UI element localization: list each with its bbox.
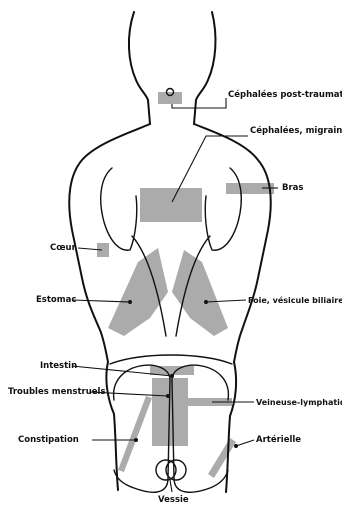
zone-arterielle: [208, 438, 236, 478]
label-vessie: Vessie: [158, 495, 189, 505]
label-constipation: Constipation: [18, 435, 79, 445]
zone-cephalees-migraines: [140, 188, 202, 222]
label-intestin: Intestin: [40, 361, 77, 371]
zone-constipation: [118, 396, 152, 472]
zone-cephalees-post: [158, 92, 182, 104]
label-estomac: Estomac: [36, 295, 76, 305]
zone-estomac: [108, 248, 168, 336]
label-troubles: Troubles menstruels: [8, 387, 106, 397]
label-bras: Bras: [282, 183, 303, 193]
label-cephalees-migraines: Céphalées, migraines: [250, 125, 342, 136]
zone-intestin: [150, 366, 194, 375]
label-veineuse: Veineuse-lymphatique: [256, 398, 342, 407]
label-arterielle: Artérielle: [256, 434, 301, 445]
zone-foie: [172, 250, 228, 336]
label-cephalees-post: Céphalées post-traumatiques: [228, 89, 342, 100]
label-coeur: Cœur: [50, 243, 77, 253]
label-foie: Foie, vésicule biliaire: [248, 295, 342, 305]
